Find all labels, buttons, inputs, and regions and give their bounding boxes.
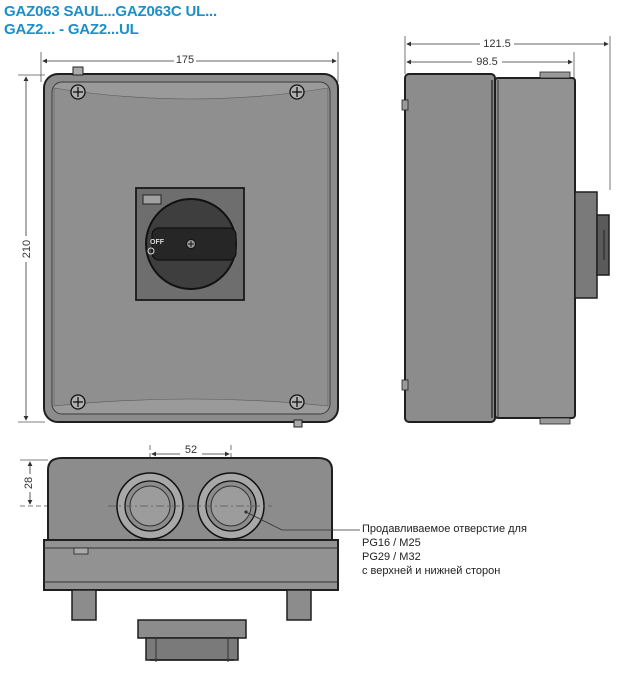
front-view: 175 210 — [17, 52, 339, 428]
screw-icon — [289, 394, 305, 410]
screw-icon — [70, 394, 86, 410]
dim-side-body: 98.5 — [476, 56, 497, 68]
handle-bottom — [137, 619, 247, 639]
rotary-handle: OFF — [135, 187, 245, 301]
enclosure-side-base — [404, 73, 496, 423]
top-view: 52 28 — [20, 443, 360, 662]
screw-icon — [186, 239, 196, 249]
dim-gland-spacing: 52 — [185, 444, 197, 456]
knockout-note-line-1: Продавливаемое отверстие для — [362, 523, 527, 535]
title-series-2: GAZ2... - GAZ2...UL — [4, 21, 139, 38]
knockout-note-line-4: с верхней и нижней сторон — [362, 565, 501, 577]
title-series-1: GAZ063 SAUL...GAZ063C UL... — [4, 3, 217, 20]
leader-line — [245, 511, 283, 531]
handle-side — [574, 191, 598, 299]
dim-side-total: 121.5 — [483, 38, 511, 50]
dim-top-height: 28 — [23, 477, 35, 489]
dim-front-width: 175 — [176, 54, 194, 66]
screw-icon — [289, 84, 305, 100]
screw-icon — [70, 84, 86, 100]
side-view: 121.5 98.5 — [401, 36, 611, 425]
knockout-note-line-2: PG16 / M25 — [362, 537, 421, 549]
dim-front-height: 210 — [21, 240, 33, 258]
off-label: OFF — [150, 239, 165, 246]
enclosure-side-cover — [494, 77, 576, 419]
knockout-note-line-3: PG29 / M32 — [362, 551, 421, 563]
